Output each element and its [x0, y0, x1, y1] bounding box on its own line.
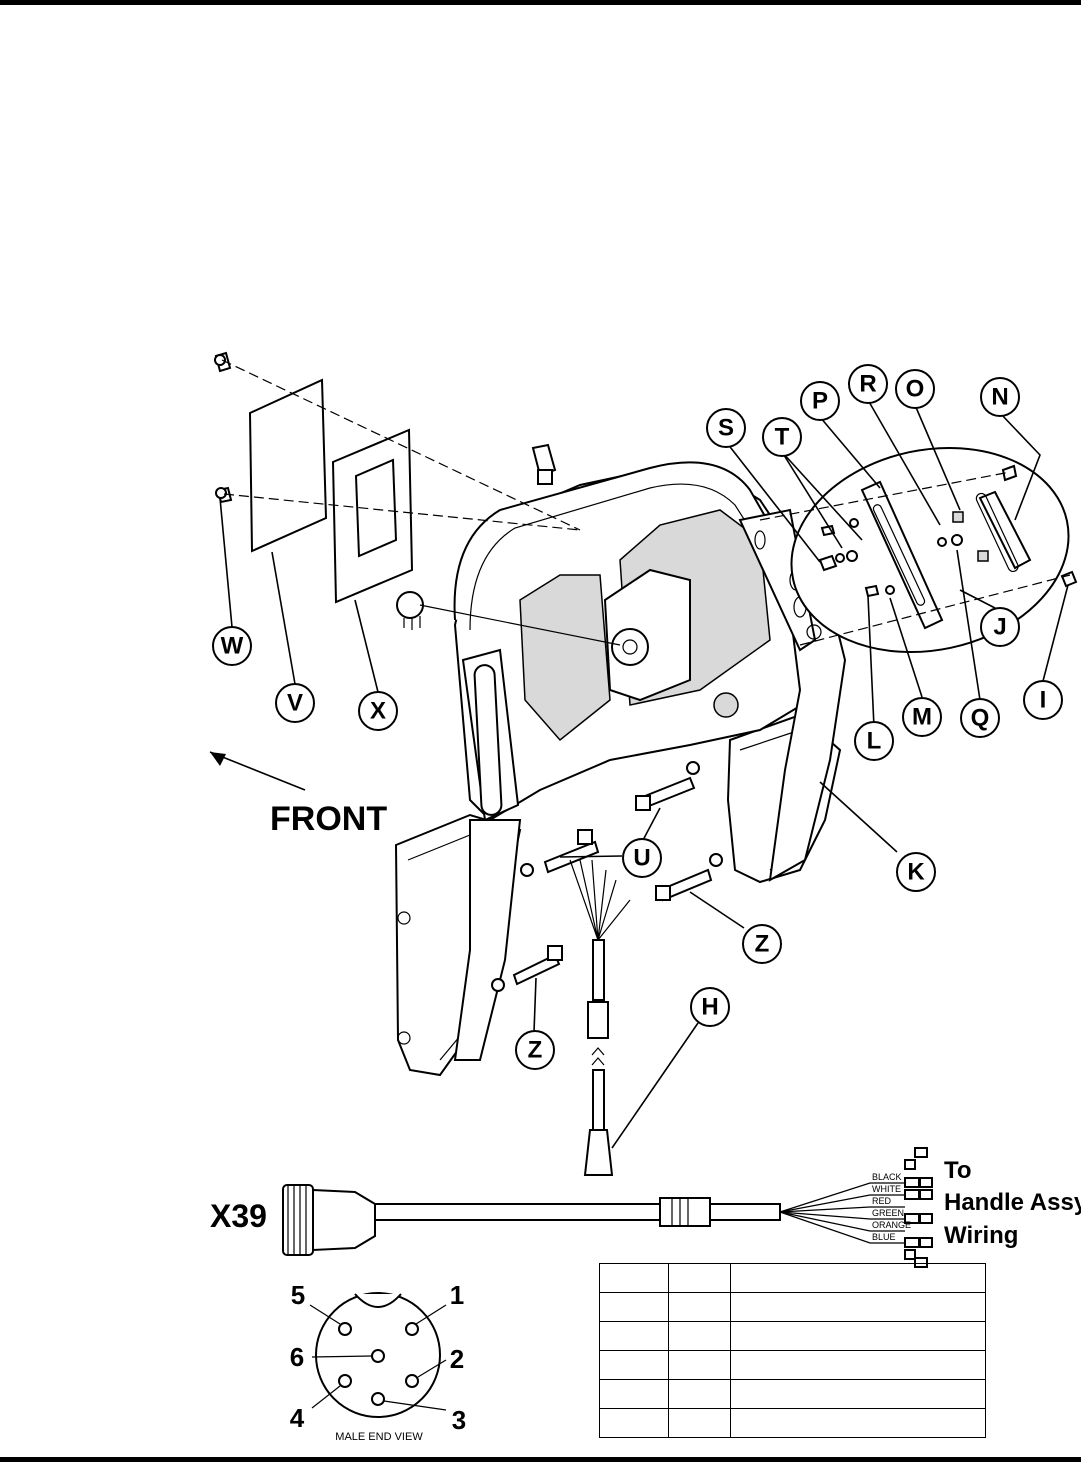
- callout-z-1: Z: [742, 924, 782, 964]
- pin-table: [599, 1263, 986, 1438]
- callout-z-2: Z: [515, 1030, 555, 1070]
- male-end-caption: MALE END VIEW: [335, 1431, 423, 1443]
- table-row: [599, 1408, 986, 1438]
- svg-text:Q: Q: [971, 705, 990, 732]
- top-rule: [0, 0, 1081, 5]
- leader-lines: [219, 399, 1069, 1149]
- pin-5: 5: [291, 1280, 305, 1310]
- table-row: [599, 1350, 986, 1380]
- wire-green: GREEN: [872, 1208, 904, 1218]
- svg-text:M: M: [912, 704, 932, 731]
- svg-text:I: I: [1040, 687, 1047, 714]
- svg-text:U: U: [633, 845, 650, 872]
- bottom-rule: [0, 1457, 1081, 1462]
- svg-text:J: J: [993, 614, 1006, 641]
- wire-blue: BLUE: [872, 1232, 896, 1242]
- callout-p: P: [800, 381, 840, 421]
- detail-bubble: [759, 446, 1078, 654]
- svg-text:V: V: [287, 690, 303, 717]
- table-row: [599, 1292, 986, 1322]
- callout-x: X: [358, 691, 398, 731]
- svg-text:S: S: [718, 415, 734, 442]
- callout-q: Q: [960, 698, 1000, 738]
- front-label: FRONT: [270, 800, 387, 838]
- svg-text:O: O: [906, 376, 925, 403]
- wire-black: BLACK: [872, 1172, 902, 1182]
- male-end-view: 5 1 6 2 4 3 MALE END VIEW: [290, 1280, 466, 1443]
- callout-n: N: [980, 377, 1020, 417]
- callout-h: H: [690, 987, 730, 1027]
- connector-label: X39: [210, 1198, 267, 1234]
- callout-k: K: [896, 852, 936, 892]
- pin-4: 4: [290, 1403, 305, 1433]
- to-label-line1: To: [944, 1157, 972, 1184]
- svg-text:L: L: [867, 728, 882, 755]
- to-label-line3: Wiring: [944, 1222, 1018, 1249]
- wire-orange: ORANGE: [872, 1220, 911, 1230]
- callout-o: O: [895, 369, 935, 409]
- svg-text:W: W: [221, 633, 244, 660]
- pin-3: 3: [452, 1405, 466, 1435]
- pin-6: 6: [290, 1342, 304, 1372]
- bolts: [491, 761, 723, 992]
- svg-text:P: P: [812, 388, 828, 415]
- handle-housing: [394, 461, 847, 1077]
- pin-1: 1: [450, 1280, 464, 1310]
- x39-cable: X39 BLACK WHITE RED GREEN ORANGE BLUE To…: [210, 1147, 1081, 1268]
- svg-text:R: R: [859, 371, 876, 398]
- callout-l: L: [854, 721, 894, 761]
- table-row: [599, 1263, 986, 1293]
- front-indicator: FRONT: [209, 751, 387, 838]
- cover-plate-group: [214, 351, 621, 646]
- svg-text:H: H: [701, 994, 718, 1021]
- svg-text:K: K: [907, 859, 925, 886]
- cable-h: [569, 859, 631, 1176]
- wire-red: RED: [872, 1196, 892, 1206]
- pin-2: 2: [450, 1344, 464, 1374]
- callout-r: R: [848, 364, 888, 404]
- callout-t: T: [762, 417, 802, 457]
- callout-j: J: [980, 607, 1020, 647]
- callout-m: M: [902, 697, 942, 737]
- callout-w: W: [212, 626, 252, 666]
- wire-white: WHITE: [872, 1184, 901, 1194]
- svg-text:Z: Z: [755, 931, 770, 958]
- table-row: [599, 1379, 986, 1409]
- svg-text:N: N: [991, 384, 1008, 411]
- svg-text:X: X: [370, 698, 386, 725]
- callout-i: I: [1023, 680, 1063, 720]
- to-label-line2: Handle Assy: [944, 1189, 1081, 1216]
- svg-text:Z: Z: [528, 1037, 543, 1064]
- table-row: [599, 1321, 986, 1351]
- svg-text:T: T: [775, 424, 790, 451]
- callout-u: U: [622, 838, 662, 878]
- callout-v: V: [275, 683, 315, 723]
- callout-s: S: [706, 408, 746, 448]
